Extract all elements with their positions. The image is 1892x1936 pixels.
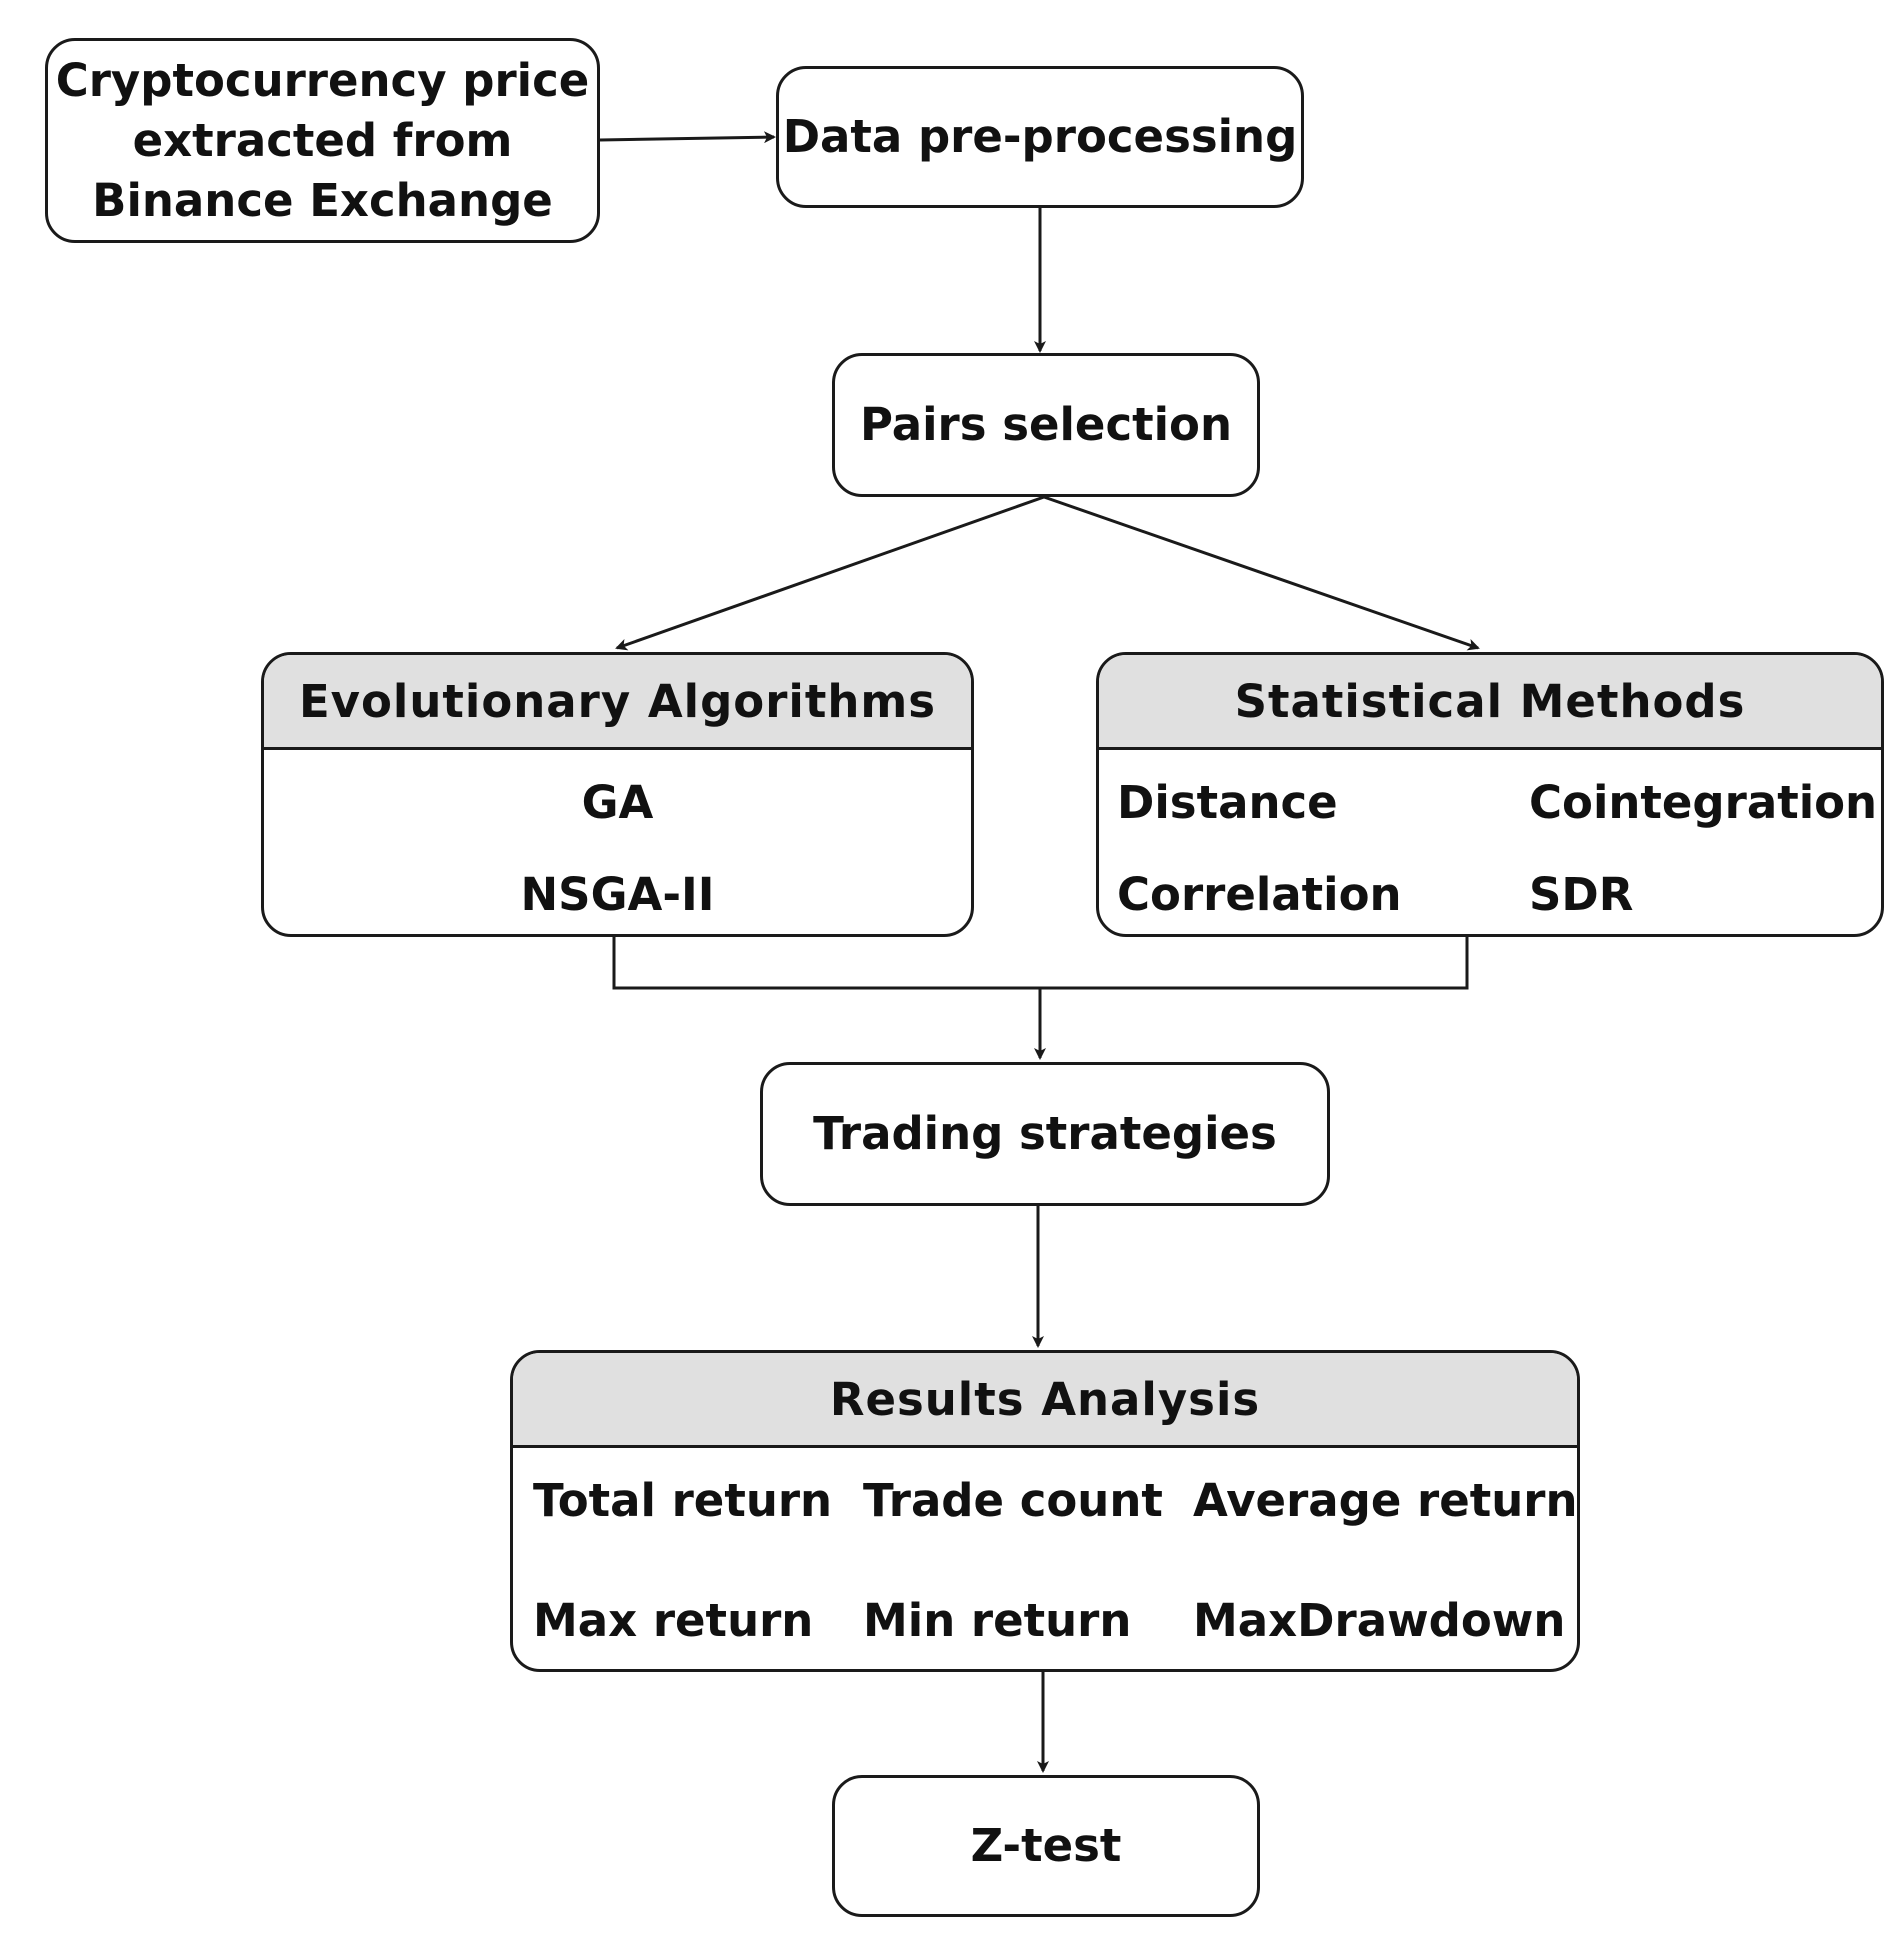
results-analysis-group: Results Analysis Total return Trade coun… [510,1350,1580,1672]
results-analysis-header: Results Analysis [513,1353,1577,1448]
pairs-selection-box: Pairs selection [832,353,1260,497]
trading-strategies-box: Trading strategies [760,1062,1330,1206]
ra-item-average-return: Average return [1193,1474,1578,1527]
sm-item-distance: Distance [1117,776,1338,829]
sm-item-cointegration: Cointegration [1529,776,1878,829]
arrow-pairs-to-evolutionary [615,495,1045,651]
ra-item-trade-count: Trade count [863,1474,1163,1527]
ra-item-maxdrawdown: MaxDrawdown [1193,1594,1566,1647]
ea-item-nsga2: NSGA-II [520,868,715,921]
source-line-3: Binance Exchange [92,173,553,227]
trading-strategies-label: Trading strategies [813,1107,1277,1160]
arrow-source-to-preprocess [599,131,776,144]
results-analysis-title: Results Analysis [829,1372,1261,1426]
z-test-label: Z-test [970,1819,1122,1872]
pairs-selection-label: Pairs selection [859,398,1233,451]
sm-item-correlation: Correlation [1117,868,1402,921]
source-box: Cryptocurrency price extracted from Bina… [45,38,600,243]
preprocess-box: Data pre-processing [776,66,1304,208]
z-test-box: Z-test [832,1775,1260,1917]
arrow-pairs-to-statistical [1043,495,1480,651]
sm-item-sdr: SDR [1529,868,1634,921]
statistical-methods-group: Statistical Methods Distance Cointegrati… [1096,652,1884,937]
ra-item-max-return: Max return [533,1594,814,1647]
evolutionary-algorithms-group: Evolutionary Algorithms GA NSGA-II [261,652,974,937]
statistical-methods-title: Statistical Methods [1234,674,1746,728]
statistical-methods-header: Statistical Methods [1099,655,1881,750]
merge-connector [612,937,1469,990]
evolutionary-algorithms-title: Evolutionary Algorithms [298,674,937,728]
source-line-1: Cryptocurrency price [55,53,590,107]
ra-item-total-return: Total return [533,1474,833,1527]
ea-item-ga: GA [581,776,654,829]
preprocess-label: Data pre-processing [782,110,1298,163]
source-line-2: extracted from [132,113,513,167]
evolutionary-algorithms-header: Evolutionary Algorithms [264,655,971,750]
ra-item-min-return: Min return [863,1594,1132,1647]
